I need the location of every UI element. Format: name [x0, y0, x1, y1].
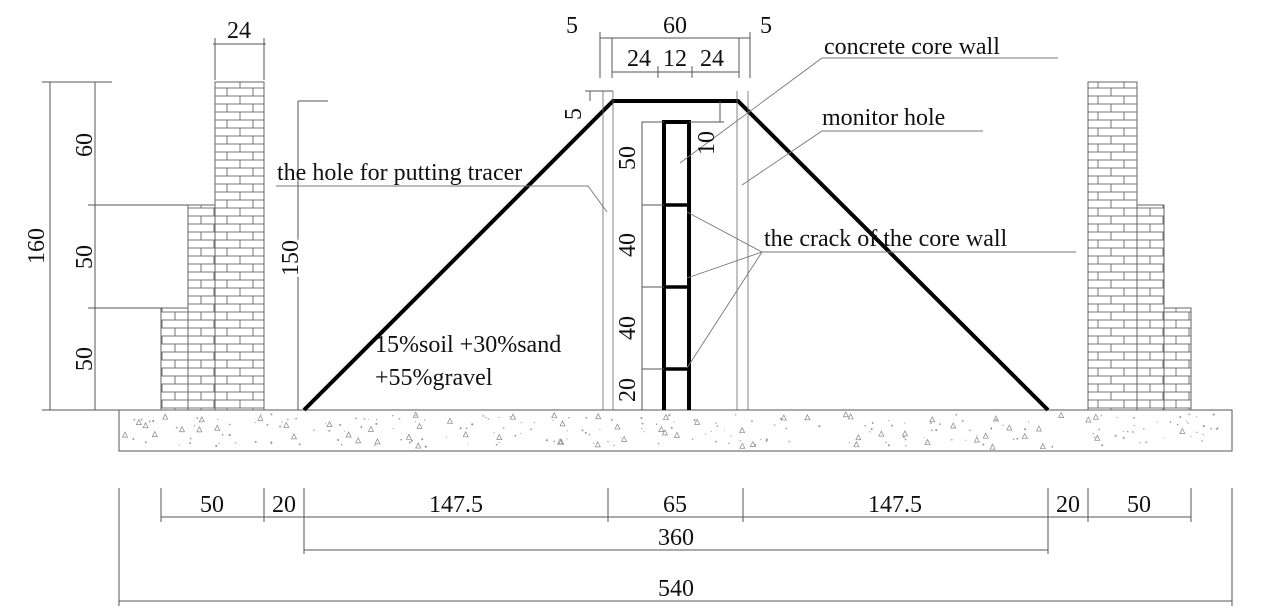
dimension-labels: 60 5 5 24 12 24 24 5 10 50 40 40 20 150 …: [24, 13, 1151, 602]
dim-bottom-center: 65: [663, 492, 687, 518]
label-crack: the crack of the core wall: [764, 226, 1008, 252]
dim-wall-seg-mid: 50: [72, 245, 98, 269]
foundation-slab: [118, 409, 1233, 452]
dim-base-width: 360: [658, 525, 694, 551]
bottom-dimension-lines: [118, 488, 1233, 606]
dim-bottom-slope-right: 147.5: [868, 492, 922, 518]
dim-core-seg-2: 40: [615, 233, 641, 257]
monitor-hole: [736, 91, 749, 410]
left-brick-wall: [160, 81, 265, 411]
dim-wall-seg-top: 60: [72, 133, 98, 157]
dim-core-right: 24: [700, 46, 724, 72]
dim-bottom-wall-right: 50: [1127, 492, 1151, 518]
dim-core-seg-1: 50: [615, 146, 641, 170]
label-monitor-hole: monitor hole: [822, 105, 945, 131]
dim-wall-total-height: 160: [24, 228, 50, 264]
leader-lines: [276, 57, 1076, 369]
label-material-line2: +55%gravel: [375, 365, 493, 391]
top-dimension-lines: [213, 32, 751, 80]
tracer-hole: [602, 91, 614, 410]
dam-outline: [302, 99, 1050, 412]
dim-wall-seg-bottom: 50: [72, 347, 98, 371]
dim-bottom-wall-left: 50: [200, 492, 224, 518]
dim-wall-top-width: 24: [227, 18, 251, 44]
dim-bottom-slope-left: 147.5: [429, 492, 483, 518]
dim-total-width: 540: [658, 576, 694, 602]
label-concrete-core-wall: concrete core wall: [824, 34, 1000, 60]
concrete-core-wall: [662, 120, 691, 410]
left-vertical-dimensions: [42, 81, 328, 411]
dim-core-mid: 12: [663, 46, 687, 72]
right-brick-wall: [1087, 81, 1192, 411]
dim-top-total: 60: [663, 13, 687, 39]
dim-crest-height: 5: [561, 108, 587, 120]
labels: concrete core wall monitor hole the hole…: [277, 34, 1008, 391]
label-material-line1: 15%soil +30%sand: [375, 332, 561, 358]
dim-core-left: 24: [627, 46, 651, 72]
core-wall-dimensions: [585, 90, 724, 410]
dim-dam-height: 150: [278, 240, 304, 276]
dim-core-top-offset: 10: [694, 131, 720, 155]
dim-top-right-gap: 5: [760, 13, 772, 39]
dim-bottom-gap-left: 20: [272, 492, 296, 518]
label-tracer-hole: the hole for putting tracer: [277, 160, 522, 186]
foundation-aggregate-texture: [121, 410, 1219, 450]
dim-bottom-gap-right: 20: [1056, 492, 1080, 518]
dim-core-seg-4: 20: [615, 378, 641, 402]
dim-core-seg-3: 40: [615, 316, 641, 340]
dim-top-left-gap: 5: [566, 13, 578, 39]
